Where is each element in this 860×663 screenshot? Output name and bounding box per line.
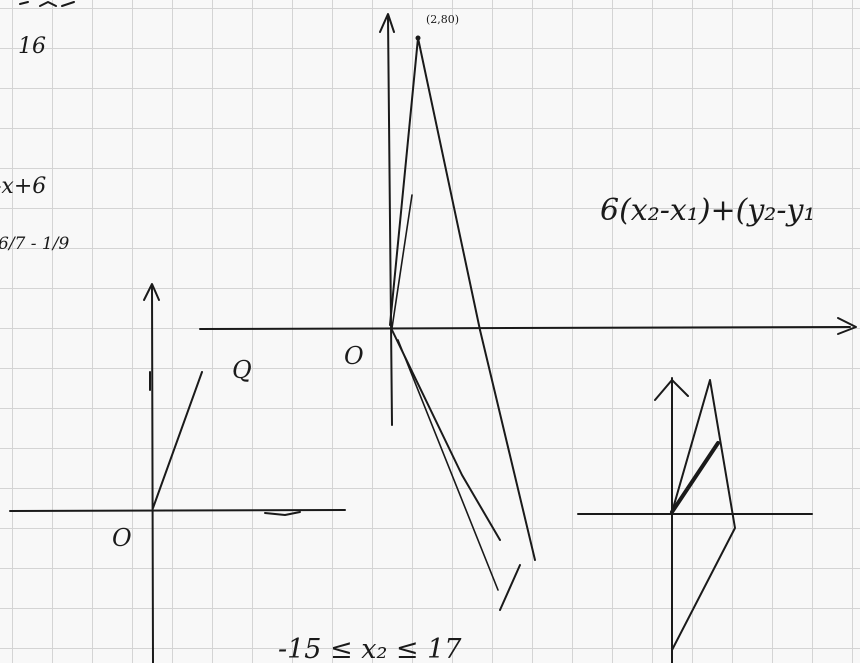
note-fragment-x: -x+6	[0, 174, 47, 199]
left-y-arrowhead	[143, 283, 160, 301]
inner-curve	[391, 194, 499, 591]
lower-curve	[391, 329, 501, 541]
descending-curve	[479, 329, 536, 561]
left-y-axis	[151, 284, 154, 663]
top-left-scribble	[19, 1, 75, 7]
constraint-note: -15 ≤ x₂ ≤ 17	[278, 634, 462, 663]
peak-point-label: (2,80)	[426, 13, 460, 26]
center-y-axis	[387, 17, 393, 426]
peak-curve	[389, 37, 481, 331]
center-y-arrowhead	[379, 13, 395, 33]
center-x-axis	[199, 326, 851, 330]
center-origin-label: O	[344, 342, 364, 370]
lower-tail	[499, 564, 521, 611]
right-thick-line	[670, 441, 720, 514]
left-x-axis	[9, 509, 346, 512]
left-origin-label: O	[112, 524, 132, 552]
expression-note: 6(x₂-x₁)+(y₂-y₁	[600, 193, 816, 228]
note-fragment-fractions: 6/7 - 1/9	[0, 234, 70, 254]
mark-q: Q	[232, 356, 252, 384]
left-axis-mark	[264, 511, 301, 516]
right-triangle	[671, 379, 736, 651]
note-top-number: 16	[18, 34, 46, 59]
right-y-arrowhead	[654, 379, 689, 401]
center-x-arrowhead	[837, 317, 857, 335]
left-sketch-line	[152, 371, 203, 509]
